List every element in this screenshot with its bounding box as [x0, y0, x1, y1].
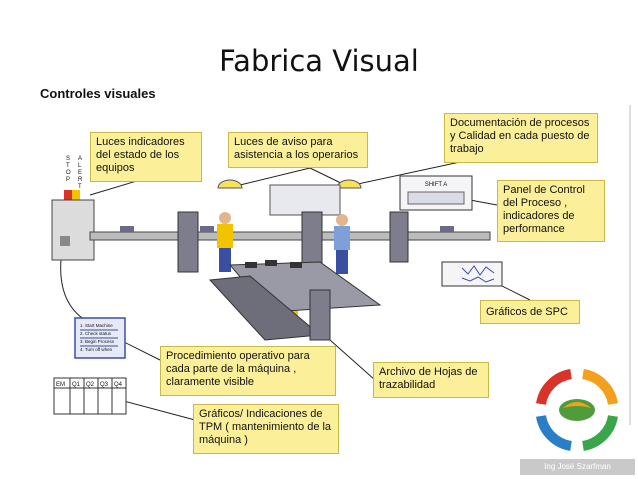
stop-alert-letter: T	[66, 163, 70, 169]
procedure-step: 3. Begin Process	[80, 339, 115, 344]
callout-panel-control: Panel de Control del Proceso , indicador…	[497, 180, 605, 242]
stop-alert-letter: S	[66, 156, 70, 162]
recycle-logo	[536, 369, 618, 451]
slide-subtitle: Controles visuales	[40, 86, 156, 101]
stop-alert-letter: O	[66, 170, 71, 176]
workstations	[177, 211, 409, 273]
checklist-table	[53, 377, 127, 415]
stop-alert-letter: P	[66, 177, 70, 183]
footer-author: Ing José Szarfman	[520, 459, 635, 475]
shift-board: SHIFT A	[399, 175, 473, 211]
checklist-header: Q3	[100, 382, 109, 388]
shift-board-title: SHIFT A	[425, 182, 448, 188]
checklist-header: Q4	[114, 382, 123, 388]
assembly-bench	[208, 260, 382, 341]
spc-chart-board	[441, 261, 503, 287]
checklist-header: Q1	[72, 382, 81, 388]
info-board	[269, 184, 341, 216]
stop-alert-letter: L	[78, 163, 82, 169]
procedure-sheet	[74, 317, 126, 359]
callout-luces-indicadores: Luces indicadores del estado de los equi…	[90, 132, 202, 182]
stop-alert-letter: T	[78, 184, 82, 190]
callout-procedimiento: Procedimiento operativo para cada parte …	[160, 346, 336, 396]
callout-graficos-spc: Gráficos de SPC	[480, 300, 580, 324]
slide-title: Fabrica Visual	[219, 44, 419, 78]
stop-alert-tower	[64, 190, 80, 200]
checklist-header: EM	[56, 382, 65, 388]
stop-alert-letter: E	[78, 170, 82, 176]
callout-luces-aviso: Luces de aviso para asistencia a los ope…	[228, 132, 368, 168]
callout-graficos-tpm: Gráficos/ Indicaciones de TPM ( mantenim…	[193, 404, 339, 454]
procedure-step: 2. Check status	[80, 331, 112, 336]
conveyor	[89, 226, 491, 241]
procedure-step: 4. Turn off when	[80, 347, 113, 352]
left-machine	[51, 199, 95, 261]
stop-alert-letter: R	[78, 177, 83, 183]
stop-alert-letter: A	[78, 156, 82, 162]
checklist-header: Q2	[86, 382, 95, 388]
procedure-step: 1. Start Machine	[80, 323, 113, 328]
callout-archivo: Archivo de Hojas de trazabilidad	[373, 362, 489, 398]
callout-documentacion: Documentación de procesos y Calidad en c…	[444, 113, 598, 163]
